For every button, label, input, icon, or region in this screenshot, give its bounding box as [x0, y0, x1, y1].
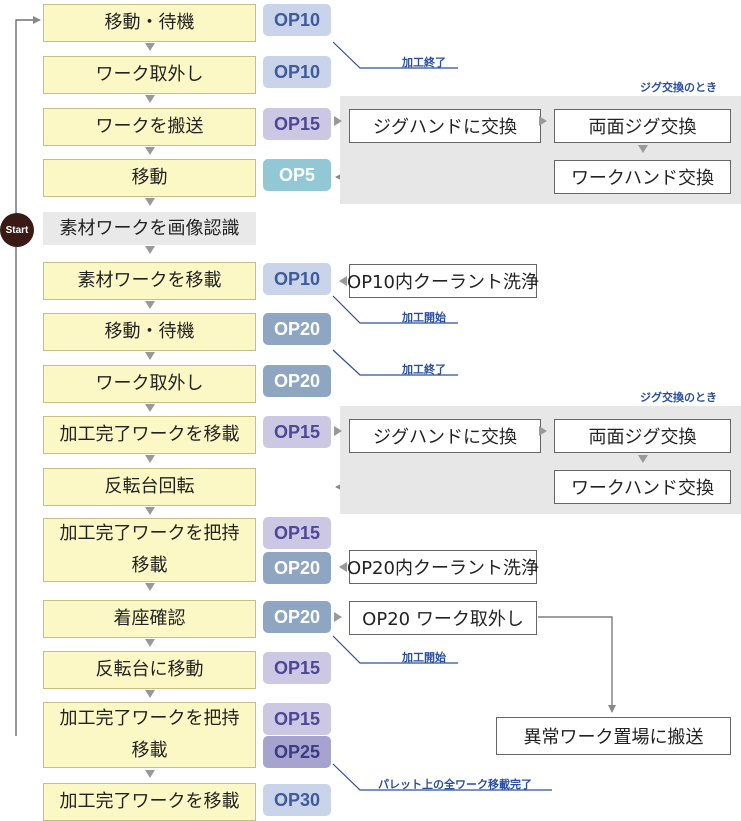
step-box: ワークを搬送 [43, 108, 256, 146]
op-badge: OP25 [263, 736, 331, 768]
down-arrow-icon [145, 404, 155, 412]
op-badge: OP30 [263, 784, 331, 816]
step-box: 移動・待機 [43, 4, 256, 42]
down-arrow-icon [145, 639, 155, 647]
step-box: 加工完了ワークを移載 [43, 416, 256, 454]
work-hand-change-box-2: ワークハンド交換 [554, 470, 731, 504]
step-box: 素材ワークを移載 [43, 262, 256, 300]
note-machining-end-2: 加工終了 [402, 363, 446, 376]
start-node: Start [0, 213, 34, 247]
step-box: 加工完了ワークを把持 移載 [43, 702, 256, 768]
op-badge: OP15 [263, 108, 331, 140]
note-jig-change-2: ジグ交換のとき [640, 391, 717, 404]
right-arrow-icon [334, 426, 342, 436]
step-box: 反転台に移動 [43, 651, 256, 689]
note-machining-start-2: 加工開始 [402, 651, 446, 664]
op-badge: OP10 [263, 263, 331, 295]
note-machining-start: 加工開始 [402, 311, 446, 324]
note-machining-end: 加工終了 [402, 56, 446, 69]
down-arrow-icon [145, 246, 155, 254]
step-box: 加工完了ワークを把持 移載 [43, 518, 256, 582]
left-arrow-icon [339, 562, 347, 572]
op-badge: OP15 [263, 652, 331, 684]
op-badge: OP10 [263, 4, 331, 36]
step-box: 移動 [43, 159, 256, 197]
step-box: ワーク取外し [43, 56, 256, 94]
down-arrow-icon [145, 147, 155, 155]
op-badge: OP20 [263, 601, 331, 633]
down-arrow-icon [638, 455, 648, 463]
down-arrow-icon [145, 770, 155, 778]
right-arrow-icon [334, 612, 342, 622]
down-arrow-icon [145, 690, 155, 698]
op10-coolant-box: OP10内クーラント洗浄 [347, 264, 539, 298]
op-badge: OP20 [263, 552, 331, 584]
down-arrow-icon [145, 455, 155, 463]
step-box: 着座確認 [43, 600, 256, 638]
down-arrow-icon [145, 507, 155, 515]
op-badge: OP15 [263, 517, 331, 549]
abnormal-work-box: 異常ワーク置場に搬送 [496, 717, 731, 755]
op-badge: OP10 [263, 56, 331, 88]
step-box: 反転台回転 [43, 468, 256, 506]
work-hand-change-box: ワークハンド交換 [554, 160, 731, 194]
op20-remove-box: OP20 ワーク取外し [349, 601, 537, 635]
jig-hand-change-box: ジグハンドに交換 [349, 109, 541, 143]
down-arrow-icon [145, 583, 155, 591]
op-badge: OP15 [263, 703, 331, 735]
op-badge: OP15 [263, 416, 331, 448]
step-box: 移動・待機 [43, 313, 256, 351]
left-arrow-icon [339, 276, 347, 286]
jig-hand-change-box-2: ジグハンドに交換 [349, 419, 541, 453]
op-badge: OP20 [263, 313, 331, 345]
right-arrow-icon [539, 116, 547, 126]
down-arrow-icon [145, 95, 155, 103]
down-arrow-icon [145, 198, 155, 206]
op-badge: OP20 [263, 365, 331, 397]
both-side-jig-change-box: 両面ジグ交換 [554, 109, 731, 143]
down-arrow-icon [145, 301, 155, 309]
down-arrow-icon [638, 145, 648, 153]
step-box: 素材ワークを画像認識 [43, 212, 256, 245]
right-arrow-icon [539, 426, 547, 436]
note-jig-change: ジグ交換のとき [640, 81, 717, 94]
step-box: ワーク取外し [43, 365, 256, 403]
right-arrow-icon [334, 116, 342, 126]
op-badge: OP5 [263, 159, 331, 191]
step-box: 加工完了ワークを移載 [43, 783, 256, 821]
both-side-jig-change-box-2: 両面ジグ交換 [554, 419, 731, 453]
note-pallet-complete: パレット上の全ワーク移載完了 [378, 778, 532, 791]
down-arrow-icon [145, 352, 155, 360]
down-arrow-icon [145, 43, 155, 51]
op20-coolant-box: OP20内クーラント洗浄 [347, 550, 539, 584]
